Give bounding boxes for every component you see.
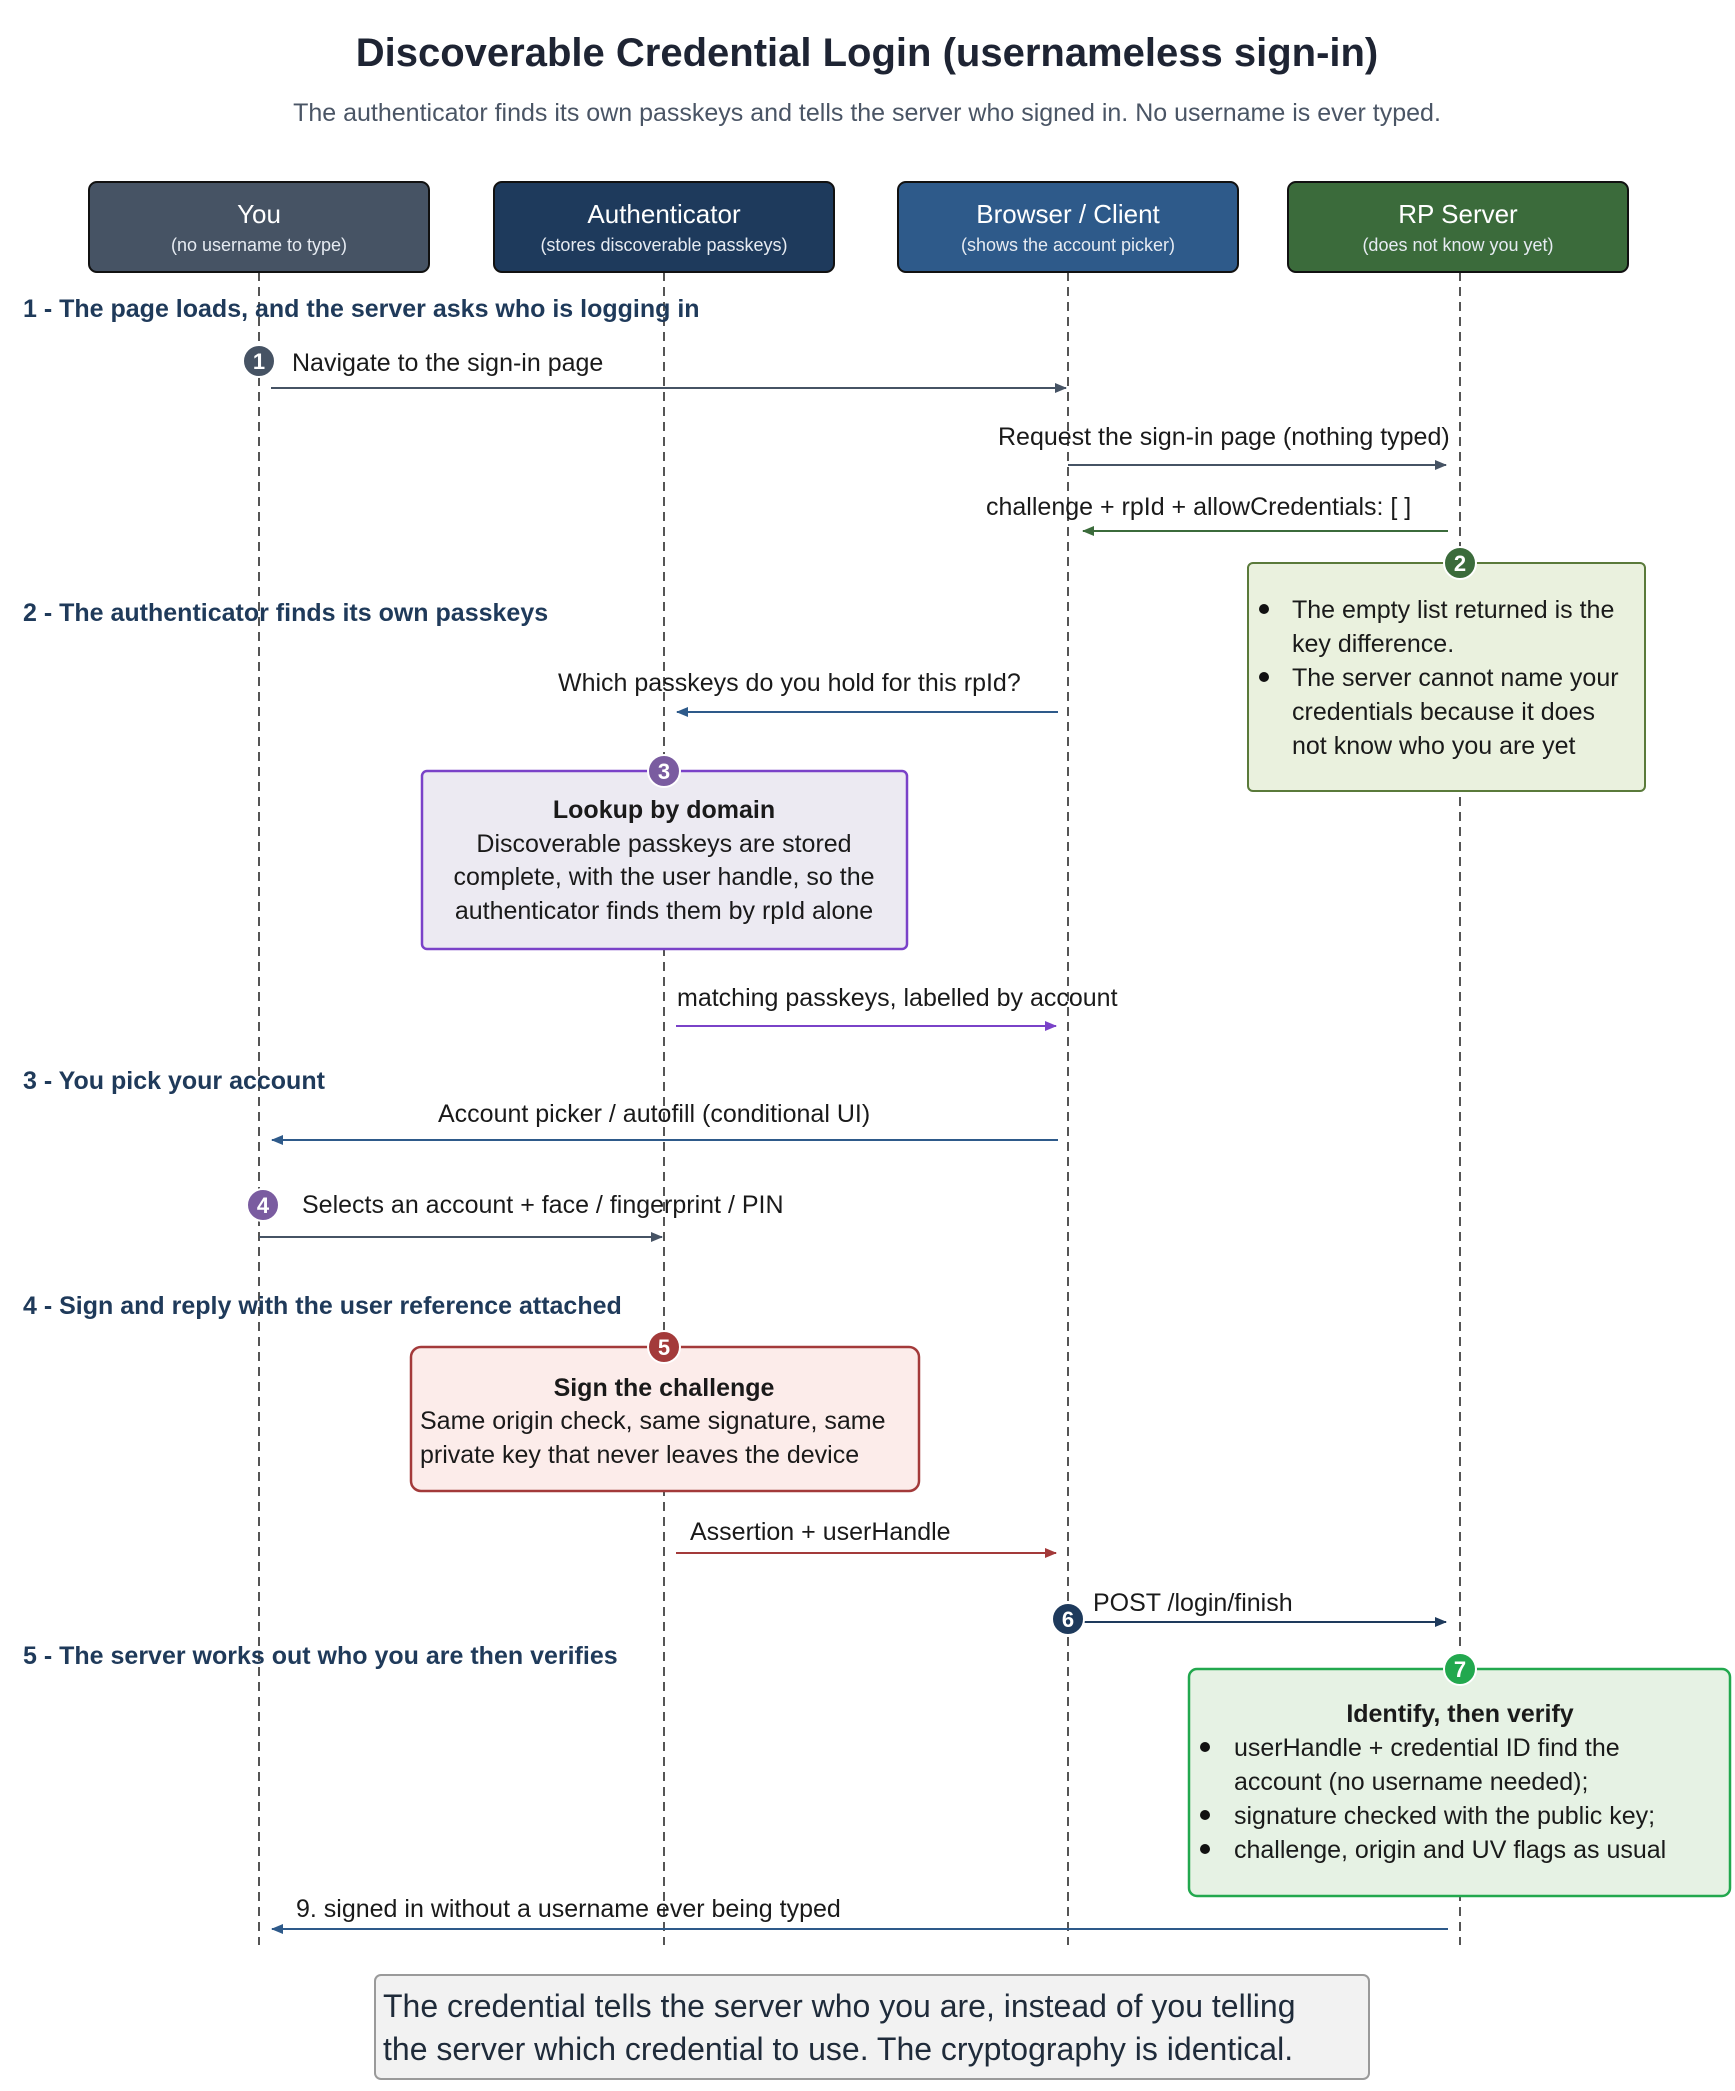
step-badge-1-label: 1 — [253, 349, 265, 374]
lifeline-server-sub: (does not know you yet) — [1362, 235, 1553, 255]
message-label-account-picker: Account picker / autofill (conditional U… — [438, 1100, 870, 1128]
message-label-selects-account: Selects an account + face / fingerprint … — [302, 1191, 784, 1219]
note-empty-list-line-3: The server cannot name your — [1292, 664, 1619, 692]
section-heading-2: 2 - The authenticator finds its own pass… — [23, 599, 548, 627]
lifeline-you-sub: (no username to type) — [171, 235, 347, 255]
step-badge-6-label: 6 — [1062, 1607, 1074, 1632]
note-empty-list: The empty list returned is the key diffe… — [1247, 562, 1646, 792]
lifeline-server-name: RP Server — [1398, 199, 1518, 229]
step-badge-3-label: 3 — [658, 759, 670, 784]
note-sign-title: Sign the challenge — [554, 1374, 775, 1402]
note-sign-line-1: Same origin check, same signature, same — [420, 1407, 886, 1435]
note-verify-line-2: account (no username needed); — [1234, 1768, 1588, 1796]
message-label-request-page: Request the sign-in page (nothing typed) — [998, 423, 1450, 451]
note-verify-line-1: userHandle + credential ID find the — [1234, 1734, 1620, 1762]
note-identify-verify: Identify, then verify userHandle + crede… — [1187, 1667, 1732, 1898]
note-empty-list-line-4: credentials because it does — [1292, 698, 1595, 726]
note-lookup-line-3: authenticator finds them by rpId alone — [455, 897, 873, 925]
step-badge-5: 5 — [647, 1330, 681, 1364]
message-label-signed-in: 9. signed in without a username ever bei… — [296, 1895, 841, 1923]
message-label-matching-passkeys: matching passkeys, labelled by account — [677, 984, 1118, 1012]
step-badge-7-label: 7 — [1454, 1657, 1466, 1682]
note-lookup-line-2: complete, with the user handle, so the — [453, 863, 874, 891]
step-badge-7: 7 — [1443, 1652, 1477, 1686]
lifeline-auth-sub: (stores discoverable passkeys) — [540, 235, 787, 255]
lifeline-browser-sub: (shows the account picker) — [961, 235, 1175, 255]
diagram-title: Discoverable Credential Login (usernamel… — [356, 31, 1379, 75]
note-empty-list-line-2: key difference. — [1292, 630, 1454, 658]
step-badge-2: 2 — [1443, 546, 1477, 580]
note-verify-title: Identify, then verify — [1346, 1700, 1573, 1728]
lifeline-header-browser: Browser / Client (shows the account pick… — [897, 181, 1239, 273]
message-label-post-login: POST /login/finish — [1093, 1589, 1293, 1617]
lifeline-header-you: You (no username to type) — [88, 181, 430, 273]
step-badge-3: 3 — [647, 754, 681, 788]
lifeline-header-authenticator: Authenticator (stores discoverable passk… — [493, 181, 835, 273]
note-sign-line-2: private key that never leaves the device — [420, 1441, 859, 1469]
note-sign-challenge: Sign the challenge Same origin check, sa… — [409, 1345, 921, 1493]
step-badge-4: 4 — [246, 1188, 280, 1222]
diagram-subtitle: The authenticator finds its own passkeys… — [293, 99, 1441, 127]
message-label-challenge: challenge + rpId + allowCredentials: [ ] — [986, 493, 1411, 521]
lifeline-auth-name: Authenticator — [587, 199, 741, 229]
message-label-assertion: Assertion + userHandle — [690, 1518, 951, 1546]
step-badge-1: 1 — [242, 344, 276, 378]
section-heading-5: 5 - The server works out who you are the… — [23, 1642, 618, 1670]
callout-summary: The credential tells the server who you … — [374, 1974, 1370, 2080]
step-badge-6: 6 — [1051, 1602, 1085, 1636]
note-empty-list-line-1: The empty list returned is the — [1292, 596, 1614, 624]
section-heading-3: 3 - You pick your account — [23, 1067, 326, 1095]
step-badge-5-label: 5 — [658, 1335, 670, 1360]
step-badge-4-label: 4 — [257, 1193, 270, 1218]
section-heading-4: 4 - Sign and reply with the user referen… — [23, 1292, 622, 1320]
note-lookup-title: Lookup by domain — [553, 796, 775, 824]
callout-line-1: The credential tells the server who you … — [383, 1988, 1296, 2024]
lifeline-you-name: You — [237, 199, 281, 229]
note-empty-list-line-5: not know who you are yet — [1292, 732, 1576, 760]
callout-line-2: the server which credential to use. The … — [383, 2031, 1293, 2067]
message-label-navigate: Navigate to the sign-in page — [292, 349, 603, 377]
note-lookup-line-1: Discoverable passkeys are stored — [476, 830, 851, 858]
message-label-which-passkeys: Which passkeys do you hold for this rpId… — [558, 669, 1021, 697]
note-verify-line-4: challenge, origin and UV flags as usual — [1234, 1836, 1666, 1864]
note-verify-line-3: signature checked with the public key; — [1234, 1802, 1655, 1830]
section-heading-1: 1 - The page loads, and the server asks … — [23, 295, 700, 323]
lifeline-header-server: RP Server (does not know you yet) — [1287, 181, 1629, 273]
lifeline-browser-name: Browser / Client — [976, 199, 1160, 229]
step-badge-2-label: 2 — [1454, 551, 1466, 576]
note-lookup-by-domain: Lookup by domain Discoverable passkeys a… — [420, 769, 909, 951]
